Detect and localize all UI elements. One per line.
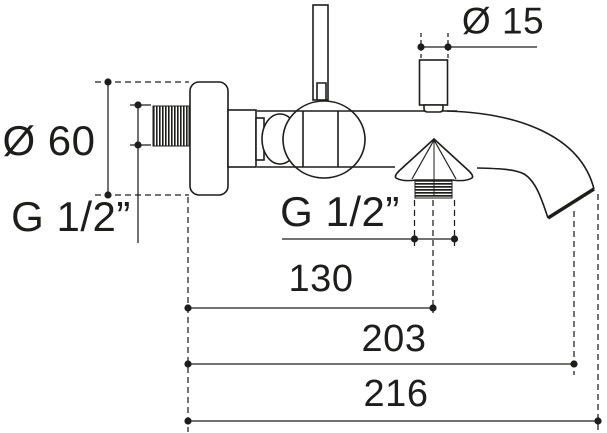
label-dim-216: 216 xyxy=(363,373,429,415)
dot xyxy=(104,78,112,86)
dot xyxy=(410,235,419,243)
label-flange-diameter: Ø 60 xyxy=(2,117,96,164)
spout-outlet-face xyxy=(547,187,595,220)
spout-top-curve xyxy=(446,110,595,190)
dimension-lines xyxy=(95,33,599,432)
faucet-body xyxy=(152,4,595,220)
dot xyxy=(417,43,425,51)
dot xyxy=(184,360,192,368)
neck-step-1 xyxy=(227,109,257,168)
wall-inlet-thread xyxy=(152,105,190,147)
label-diverter-diameter: Ø 15 xyxy=(461,0,545,42)
dot xyxy=(184,417,192,425)
wall-flange xyxy=(189,81,229,196)
dot xyxy=(134,141,142,149)
dot xyxy=(450,235,459,243)
diverter-knob xyxy=(418,59,449,106)
diverter-knob-base xyxy=(423,104,444,113)
cone-facet-left xyxy=(411,139,435,180)
label-inlet-thread: G 1/2” xyxy=(11,193,131,240)
label-dim-203: 203 xyxy=(361,318,427,360)
cone-facet-right xyxy=(433,139,457,180)
label-dim-130: 130 xyxy=(288,258,354,300)
dot xyxy=(570,360,578,368)
handle-stem xyxy=(316,82,327,100)
lever-handle xyxy=(312,4,329,101)
dot xyxy=(594,417,602,425)
dot xyxy=(104,191,112,199)
dot xyxy=(444,43,452,51)
label-handshower-thread: G 1/2” xyxy=(280,188,400,235)
dot xyxy=(134,101,142,109)
spout-bottom-curve xyxy=(476,167,549,219)
dimension-dots xyxy=(104,43,602,425)
dot xyxy=(429,304,437,312)
dot xyxy=(184,304,192,312)
